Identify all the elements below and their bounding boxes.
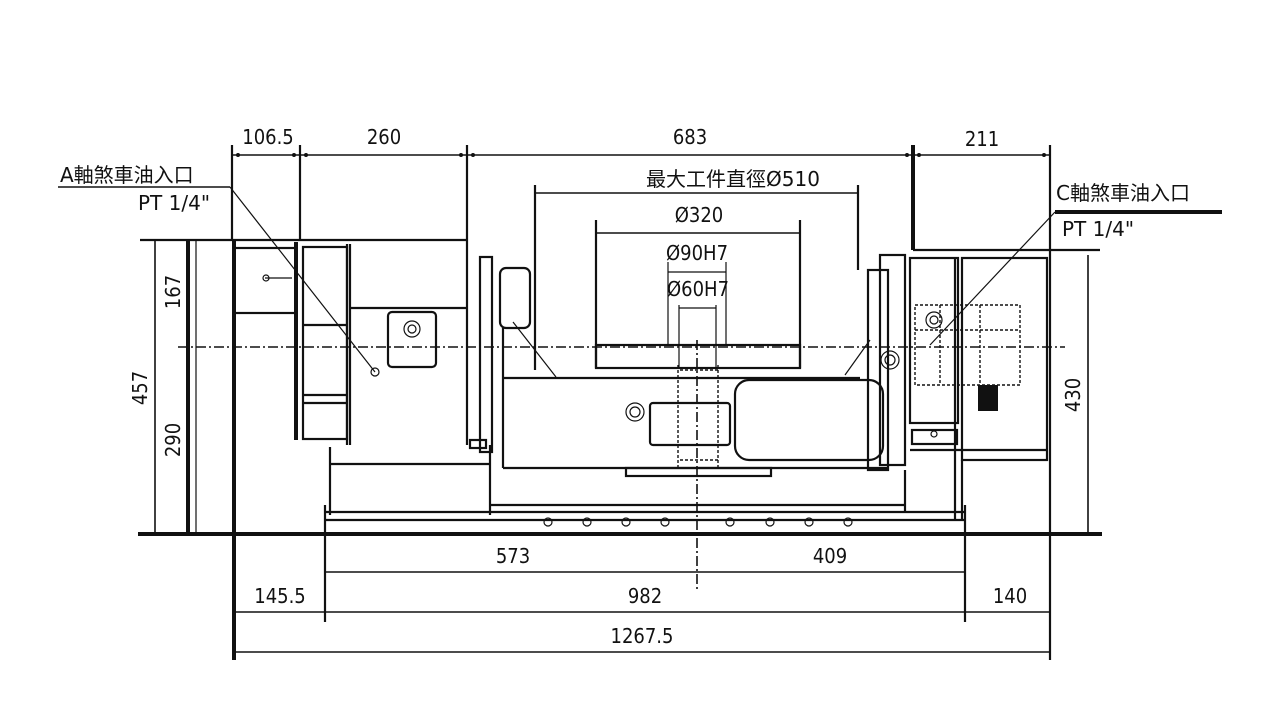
dim-top-3: 683 — [673, 125, 707, 149]
right-motor-housing — [908, 248, 1100, 520]
left-vertical-dims — [154, 240, 236, 660]
a-axis-brake-oil-inlet-label: A軸煞車油入口 — [60, 163, 194, 187]
dim-top-2: 260 — [367, 125, 401, 149]
dim-top-1: 106.5 — [242, 125, 294, 149]
dim-right-offset: 140 — [993, 584, 1027, 608]
dim-overall-height: 457 — [128, 371, 152, 405]
base-structure — [138, 470, 1102, 536]
central-body — [498, 253, 907, 478]
dim-overall-width: 1267.5 — [611, 624, 674, 648]
dim-lower-height: 290 — [161, 423, 185, 457]
right-vertical-dim — [1048, 250, 1089, 660]
top-dimension-chain — [230, 145, 1052, 250]
center-bore-outer-label: Ø90H7 — [666, 241, 728, 265]
bottom-dimension-chain — [234, 505, 1050, 653]
center-bore-inner-label: Ø60H7 — [667, 277, 729, 301]
table-diameter-label: Ø320 — [675, 203, 724, 227]
dim-left-span: 573 — [496, 544, 530, 568]
left-motor-housing — [140, 238, 494, 515]
dim-top-4: 211 — [965, 127, 999, 151]
dim-right-span: 409 — [813, 544, 847, 568]
base-bolt-holes — [543, 517, 853, 527]
center-bore-dims — [667, 262, 727, 368]
max-workpiece-diameter-label: 最大工件直徑Ø510 — [646, 167, 820, 191]
table-diameter-dim — [594, 220, 802, 370]
c-axis-thread-label: PT 1/4" — [1062, 217, 1134, 241]
a-axis-thread-label: PT 1/4" — [138, 191, 210, 215]
dim-right-height: 430 — [1061, 378, 1085, 412]
dim-middle-span: 982 — [628, 584, 662, 608]
dim-left-offset: 145.5 — [254, 584, 306, 608]
dim-upper-height: 167 — [161, 275, 185, 309]
c-axis-leader — [929, 210, 1222, 346]
max-workpiece-diameter-dim — [533, 185, 860, 370]
c-axis-brake-oil-inlet-label: C軸煞車油入口 — [1056, 181, 1190, 205]
